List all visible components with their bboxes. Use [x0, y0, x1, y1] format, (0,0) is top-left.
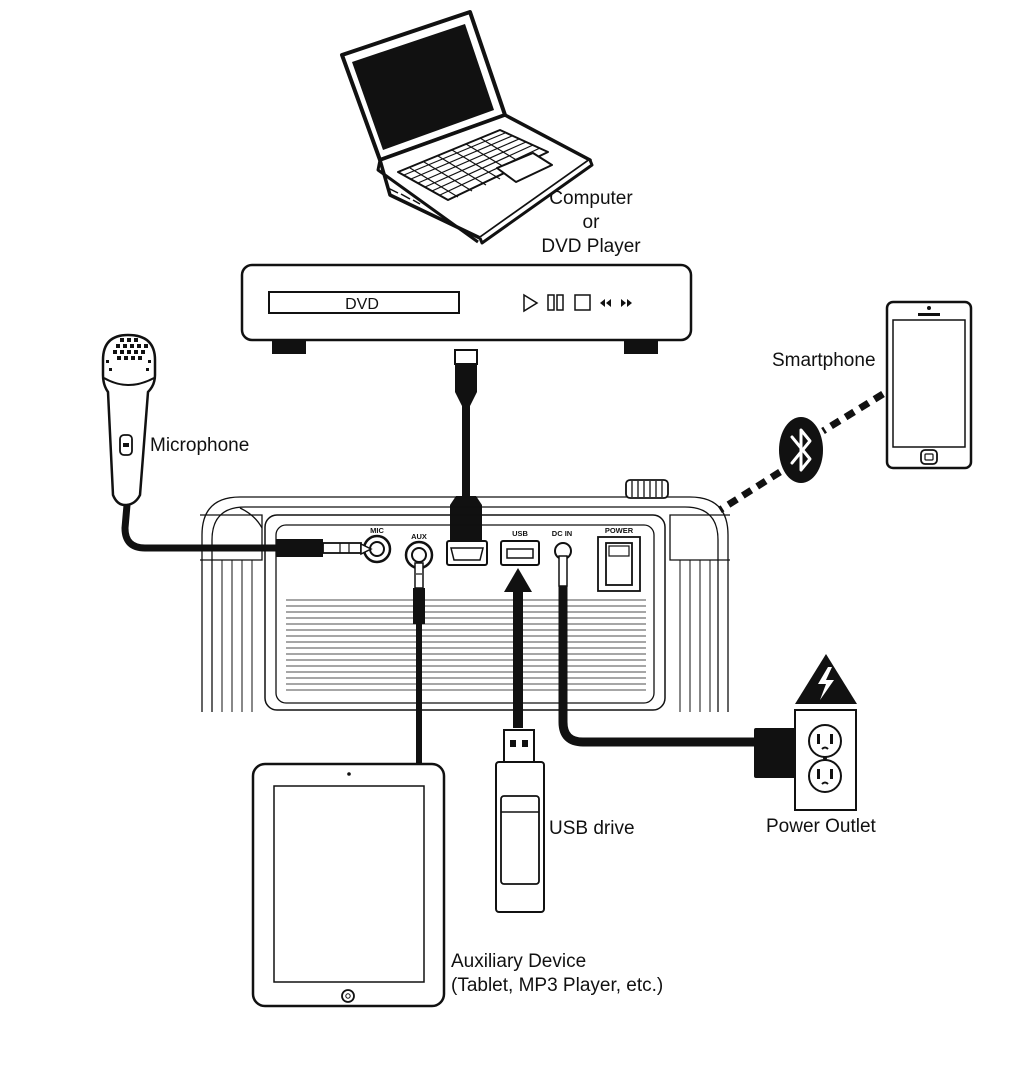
pause-icon: [547, 294, 555, 311]
laptop-icon: [340, 10, 594, 245]
smartphone-label: Smartphone: [772, 350, 876, 371]
aux-jack-label: AUX: [411, 532, 427, 541]
power-outlet-icon: [794, 709, 857, 811]
bluetooth-icon: [779, 417, 823, 483]
play-icon: [523, 293, 539, 313]
microphone-label: Microphone: [150, 435, 250, 456]
computer-label: Computer: [549, 188, 633, 209]
stop-icon: [574, 294, 591, 311]
power-outlet-label: Power Outlet: [766, 816, 876, 837]
aux-device-label: Auxiliary Device (Tablet, MP3 Player, et…: [451, 950, 663, 998]
fast-forward-icon: [621, 299, 632, 307]
mic-jack-label: MIC: [370, 526, 384, 535]
computer-dvd-label: Computer or DVD Player: [520, 187, 662, 258]
aux-cable: [413, 562, 425, 764]
rewind-icon: [600, 299, 611, 307]
dvd-player-label: DVD Player: [541, 235, 641, 257]
high-voltage-warning-icon: [795, 654, 857, 704]
dvd-display-text: DVD: [345, 296, 379, 313]
power-cable: [558, 555, 819, 778]
usb-port: [500, 540, 540, 566]
smartphone-icon: [885, 300, 973, 470]
power-switch: [597, 536, 641, 592]
dvd-player-icon: [240, 263, 693, 354]
microphone-icon: [101, 333, 373, 557]
bluetooth-link: [718, 391, 885, 513]
tablet-icon: [251, 762, 446, 1008]
dc-in-label: DC IN: [552, 529, 572, 538]
hdmi-cable: [450, 349, 482, 555]
power-switch-label: POWER: [605, 526, 634, 535]
speaker-body: [200, 479, 730, 712]
usb-drive-icon: [495, 729, 545, 913]
usb-arrow: [504, 568, 532, 728]
or-label: or: [582, 211, 600, 233]
usb-drive-label: USB drive: [549, 818, 635, 839]
aux-device-line2: (Tablet, MP3 Player, etc.): [451, 974, 664, 996]
aux-device-line1: Auxiliary Device: [451, 951, 587, 972]
usb-port-label: USB: [512, 529, 528, 538]
hdmi-port: [446, 540, 488, 566]
aux-jack: [404, 540, 434, 570]
mic-jack: [362, 534, 392, 564]
